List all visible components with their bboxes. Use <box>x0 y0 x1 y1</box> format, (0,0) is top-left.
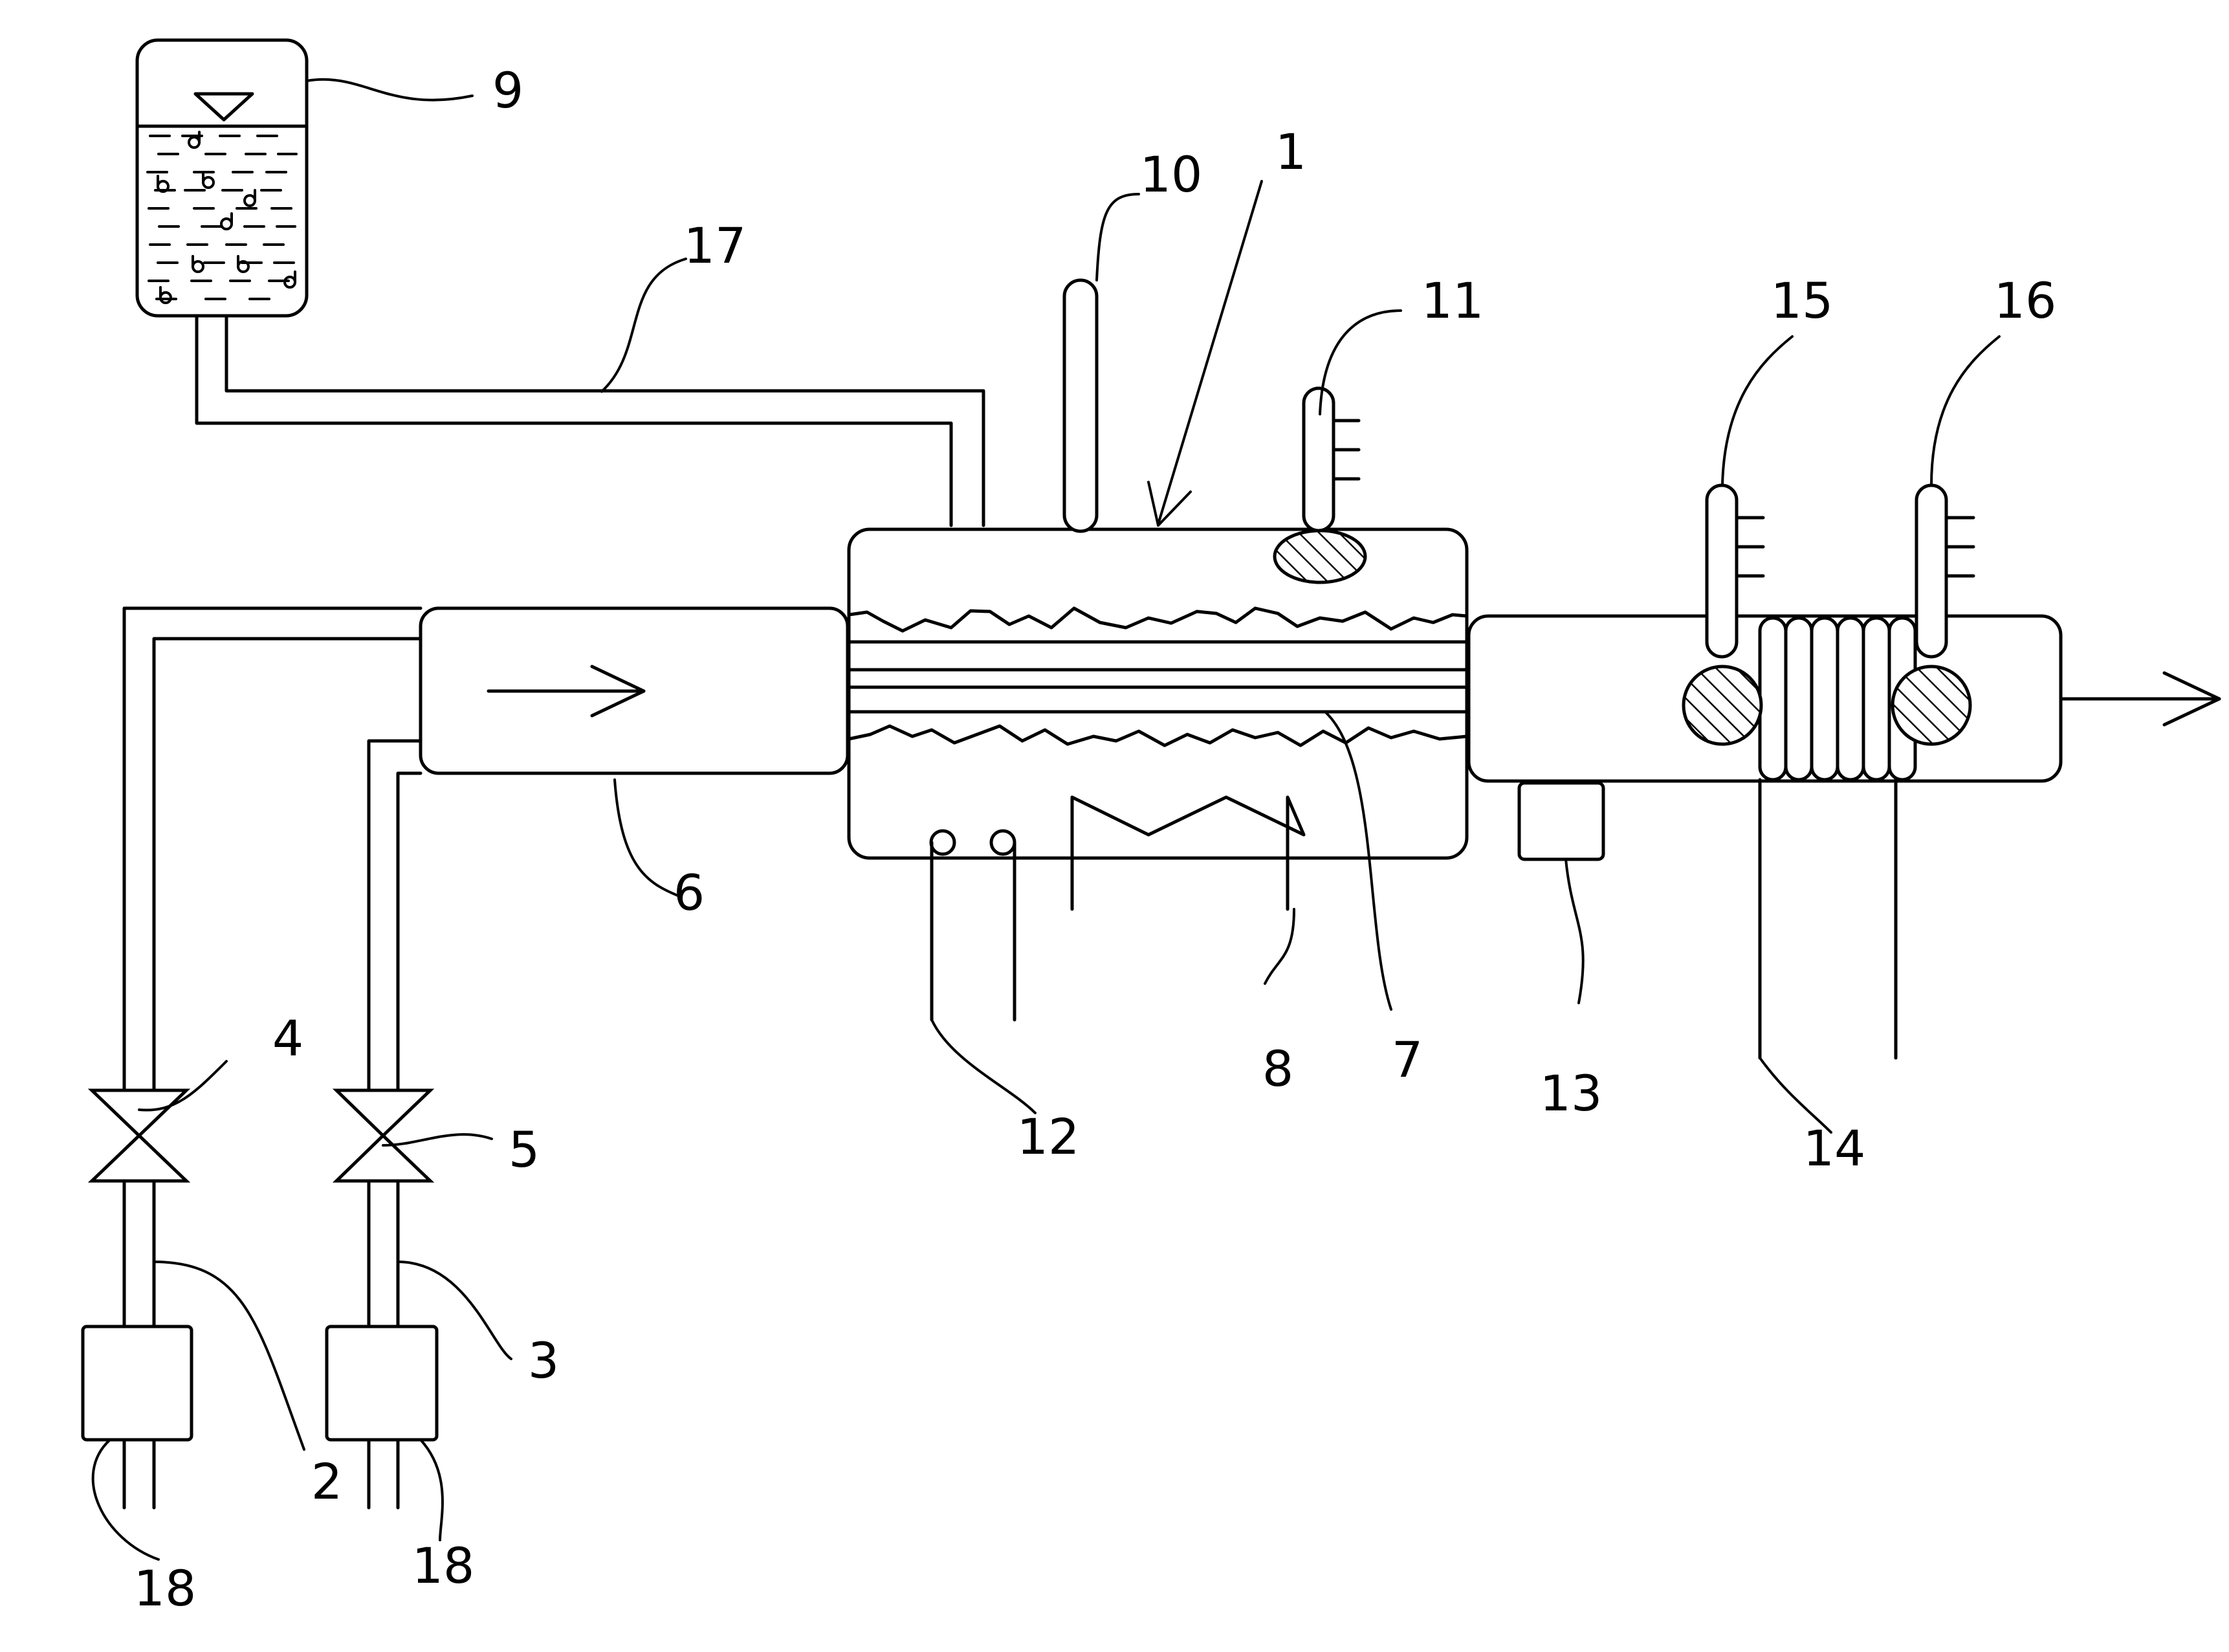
label-7: 7 <box>1392 1031 1423 1088</box>
valve-5 <box>336 1090 430 1181</box>
cooling-coil <box>1760 618 1915 1058</box>
label-3: 3 <box>528 1332 559 1389</box>
label-13: 13 <box>1540 1064 1603 1122</box>
gas-mixer <box>421 608 848 773</box>
label-17: 17 <box>684 217 747 274</box>
label-6: 6 <box>674 864 705 921</box>
gas-source-box-right <box>327 1327 437 1440</box>
label-12: 12 <box>1017 1108 1080 1165</box>
sensor-10 <box>1064 280 1097 531</box>
label-14: 14 <box>1803 1119 1866 1177</box>
label-9: 9 <box>492 61 523 119</box>
label-2: 2 <box>311 1453 342 1510</box>
liquid-tank <box>137 40 307 316</box>
reactor-chamber <box>849 529 1467 1020</box>
supply-pipe <box>197 316 983 525</box>
label-5: 5 <box>509 1121 540 1178</box>
label-18-left: 18 <box>134 1559 197 1617</box>
sensor-11 <box>1275 388 1365 582</box>
label-16: 16 <box>1994 272 2057 329</box>
label-10: 10 <box>1140 146 1203 203</box>
label-8: 8 <box>1262 1040 1293 1097</box>
label-1: 1 <box>1275 123 1306 181</box>
label-11: 11 <box>1422 272 1484 329</box>
label-4: 4 <box>272 1009 303 1067</box>
gas-source-box-left <box>83 1327 192 1440</box>
label-15: 15 <box>1771 272 1834 329</box>
label-18-right: 18 <box>412 1537 475 1594</box>
component-13 <box>1519 783 1603 859</box>
